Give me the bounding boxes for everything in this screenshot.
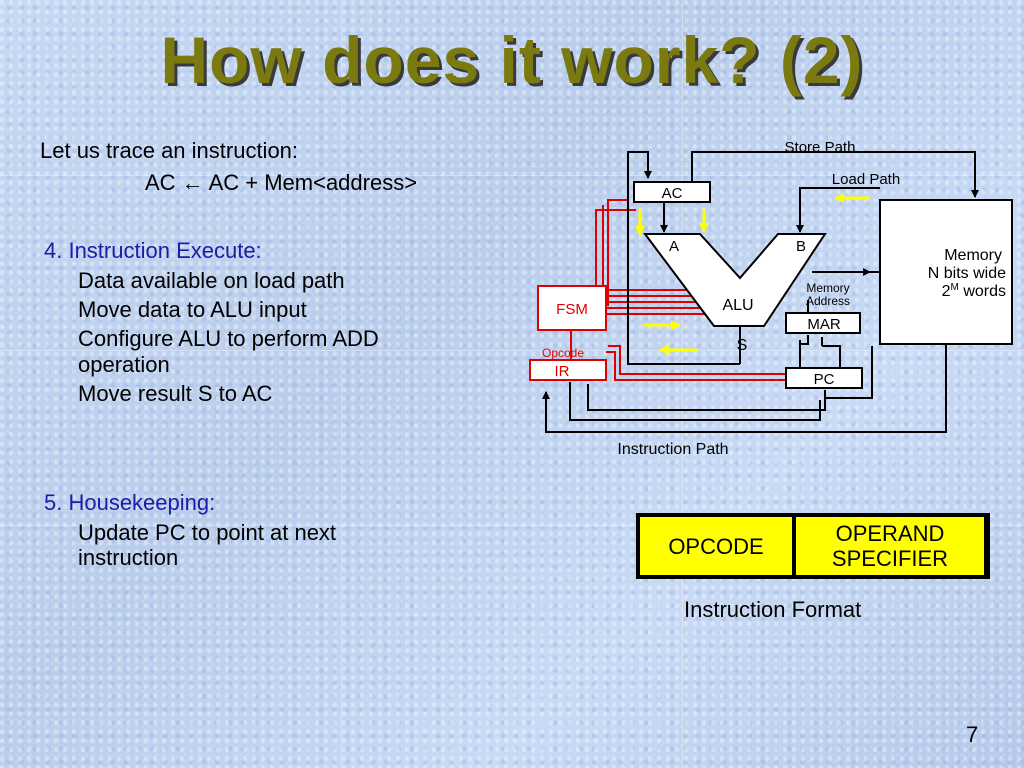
memory-address-label-1: Memory (806, 281, 849, 295)
opcode-field: OPCODE (640, 517, 792, 575)
instruction-format-box: OPCODE OPERAND SPECIFIER (636, 513, 990, 579)
ir-label: IR (555, 363, 570, 380)
pc-label: PC (814, 371, 835, 388)
memory-label-3: 2M words (942, 282, 1006, 300)
background-grid-line (0, 525, 1024, 526)
step4-line: operation (78, 352, 170, 377)
alu-input-b: B (796, 238, 806, 255)
operand-line-1: OPERAND (835, 521, 945, 546)
memory-label-1: Memory (944, 247, 1002, 264)
step4-line: Configure ALU to perform ADD (78, 326, 379, 351)
alu-output-s: S (737, 337, 748, 354)
instruction-path-label: Instruction Path (617, 441, 728, 458)
background-grid-line (0, 175, 1024, 176)
load-path-label: Load Path (832, 171, 900, 188)
ir-register (529, 359, 607, 381)
memory-address-label-2: Address (806, 294, 850, 308)
instruction-format-caption: Instruction Format (684, 597, 862, 622)
opcode-label: Opcode (542, 346, 584, 360)
alu-shape (643, 233, 827, 327)
fsm-box (537, 285, 607, 331)
operand-specifier-field: OPERAND SPECIFIER (796, 517, 984, 575)
alu-label: ALU (722, 297, 753, 314)
step4-line: Move result S to AC (78, 381, 273, 406)
step4-line: Data available on load path (78, 268, 345, 293)
step5-line: instruction (78, 545, 179, 570)
data-paths (542, 151, 979, 433)
alu-input-a: A (669, 238, 679, 255)
memory-label-2: N bits wide (928, 265, 1006, 282)
fsm-label: FSM (556, 301, 588, 318)
step5-line: Update PC to point at next (78, 520, 337, 545)
intro-text: Let us trace an instruction: (40, 138, 299, 163)
step5-heading: 5. Housekeeping: (44, 490, 216, 515)
slide-title: How does it work? (2) (160, 23, 864, 97)
step4-line: Move data to ALU input (78, 297, 307, 322)
ac-label: AC (662, 185, 683, 202)
control-lines (570, 199, 785, 381)
background-grid-line (682, 0, 683, 768)
background-grid-line (341, 0, 342, 768)
operand-line-2: SPECIFIER (831, 546, 949, 571)
page-number: 7 (966, 722, 979, 747)
mar-label: MAR (807, 316, 841, 333)
pc-register (785, 367, 863, 389)
instruction-expression: AC ← AC + Mem<address> (145, 170, 418, 195)
ac-register (633, 181, 711, 203)
memory-box (879, 199, 1013, 345)
store-path-label: Store Path (785, 139, 856, 156)
background-grid-line (0, 350, 1024, 351)
step4-heading: 4. Instruction Execute: (44, 238, 262, 263)
mar-register (785, 312, 861, 334)
